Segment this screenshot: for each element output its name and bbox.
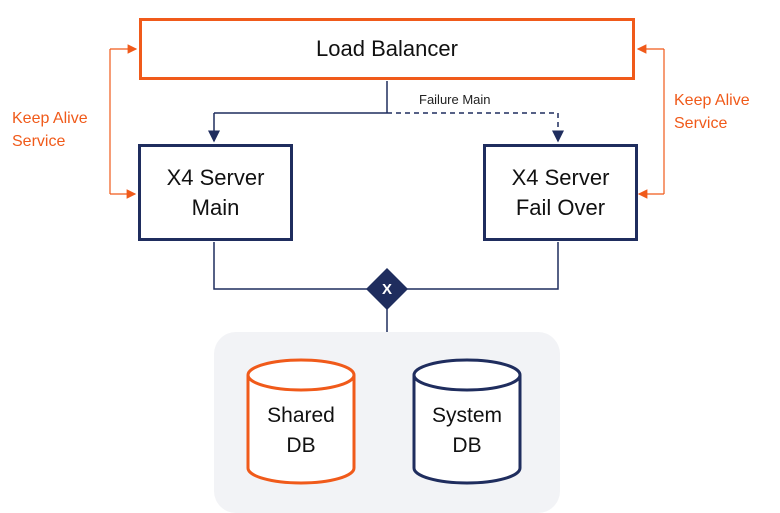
gateway-diamond [366,268,408,310]
server-failover-line2: Fail Over [515,194,606,220]
system-db-label: System DB [412,401,522,461]
server-failover-box: X4 Server Fail Over [483,144,638,241]
server-main-line1: X4 Server [166,164,265,190]
server-failover-line1: X4 Server [511,164,610,190]
main-to-gateway-line [213,242,370,290]
failover-to-gateway-line [404,242,559,290]
shared-db-cylinder [246,358,356,485]
system-db-line2: DB [452,434,482,457]
shared-db-line2: DB [286,434,316,457]
server-main-box: X4 Server Main [138,144,293,241]
failure-main-label: Failure Main [419,92,491,107]
system-db-cylinder [412,358,522,485]
load-balancer-label: Load Balancer [316,36,458,61]
server-main-line2: Main [191,194,240,220]
shared-db-line1: Shared [267,404,335,427]
system-db-line1: System [431,404,502,427]
load-balancer-box: Load Balancer [139,18,635,80]
keep-alive-left-line1: Keep Alive [12,110,88,127]
keep-alive-right-line1: Keep Alive [674,92,750,109]
gateway-x-symbol: X [381,280,392,298]
keep-alive-left-label: Keep Alive Service [12,107,88,153]
keep-alive-right-line2: Service [674,115,728,132]
keep-alive-right-label: Keep Alive Service [674,89,750,135]
keep-alive-left-line2: Service [12,133,66,150]
shared-db-label: Shared DB [246,401,356,461]
